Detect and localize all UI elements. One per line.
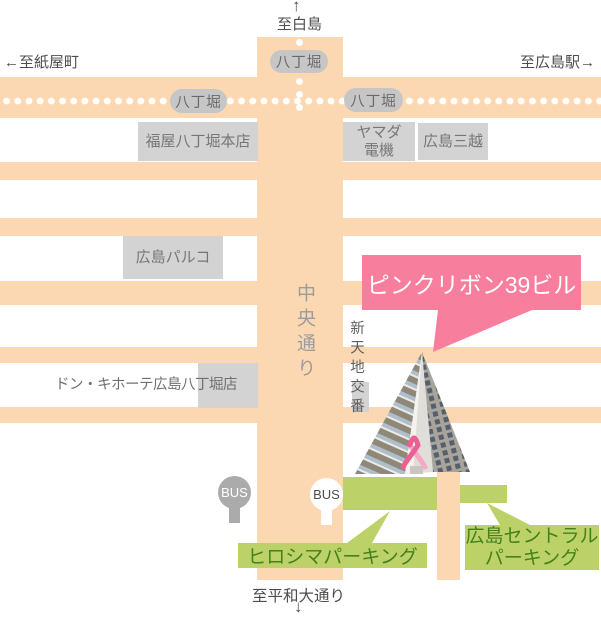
pink-ribbon-icon xyxy=(400,435,428,470)
tram-stop-label: 八丁堀 xyxy=(175,94,222,111)
tram-line-dots-vertical xyxy=(293,36,306,114)
direction-west: ←至紙屋町 xyxy=(4,54,80,71)
bus-stop-icon-gray: BUS xyxy=(218,476,251,509)
building-koban xyxy=(352,382,369,412)
tram-stop-label: 八丁堀 xyxy=(350,93,397,110)
bus-stop-label: BUS xyxy=(221,485,248,500)
destination-callout-pointer xyxy=(433,310,532,352)
central-parking-label: 広島セントラル パーキング xyxy=(465,525,599,570)
bus-stop-icon-white: BUS xyxy=(310,478,343,511)
parking-name-line1: 広島セントラル xyxy=(465,525,599,547)
bus-stop-pole-gray xyxy=(229,506,240,523)
building-don-quijote-label: ドン・キホーテ広島八丁堀店 xyxy=(55,377,238,393)
hiroshima-parking-area xyxy=(343,477,437,510)
tram-stop-badge-north: 八丁堀 xyxy=(270,50,328,73)
bus-stop-pole-white xyxy=(321,508,332,525)
building-entrance xyxy=(410,466,423,474)
hiroshima-parking-label: ヒロシマパーキング xyxy=(238,543,427,568)
building-label: 福屋八丁堀本店 xyxy=(145,132,251,150)
south-arrow-icon: ↓ xyxy=(294,597,303,616)
building-label-line2: 電機 xyxy=(363,141,394,159)
building-don-quijote xyxy=(198,363,258,408)
destination-building-illustration xyxy=(355,352,470,474)
tram-stop-badge-east: 八丁堀 xyxy=(344,88,403,112)
direction-south: 至平和大通り xyxy=(252,588,346,605)
building-yamada-denki: ヤマダ 電機 xyxy=(343,122,415,161)
building-left-face xyxy=(355,352,422,474)
bus-stop-label: BUS xyxy=(313,487,340,502)
tram-stop-badge-west: 八丁堀 xyxy=(170,89,227,113)
central-parking-pointer xyxy=(487,503,530,525)
direction-north: 至白島 xyxy=(277,16,323,33)
building-label: 広島パルコ xyxy=(135,248,211,266)
hiroshima-parking-pointer xyxy=(347,511,390,543)
building-fukuya: 福屋八丁堀本店 xyxy=(138,122,258,161)
parking-name-line2: パーキング xyxy=(484,547,580,569)
building-parco: 広島パルコ xyxy=(123,236,223,279)
street-name-chuo-dori: 中央通り xyxy=(294,283,315,383)
building-label: 広島三越 xyxy=(422,132,483,150)
central-parking-area xyxy=(460,485,507,503)
building-label-line1: ヤマダ xyxy=(356,123,402,141)
parking-name: ヒロシマパーキング xyxy=(247,547,418,568)
north-arrow-icon: ↑ xyxy=(292,0,301,15)
building-mitsukoshi: 広島三越 xyxy=(418,123,488,160)
road-vertical-right xyxy=(437,455,460,580)
direction-east: 至広島駅→ xyxy=(520,54,596,71)
koban-label: 新天地交番 xyxy=(348,320,364,418)
tram-stop-label: 八丁堀 xyxy=(275,55,323,71)
destination-name: ピンクリボン39ビル xyxy=(366,271,577,298)
building-right-face xyxy=(422,352,470,472)
destination-callout: ピンクリボン39ビル xyxy=(362,255,581,310)
